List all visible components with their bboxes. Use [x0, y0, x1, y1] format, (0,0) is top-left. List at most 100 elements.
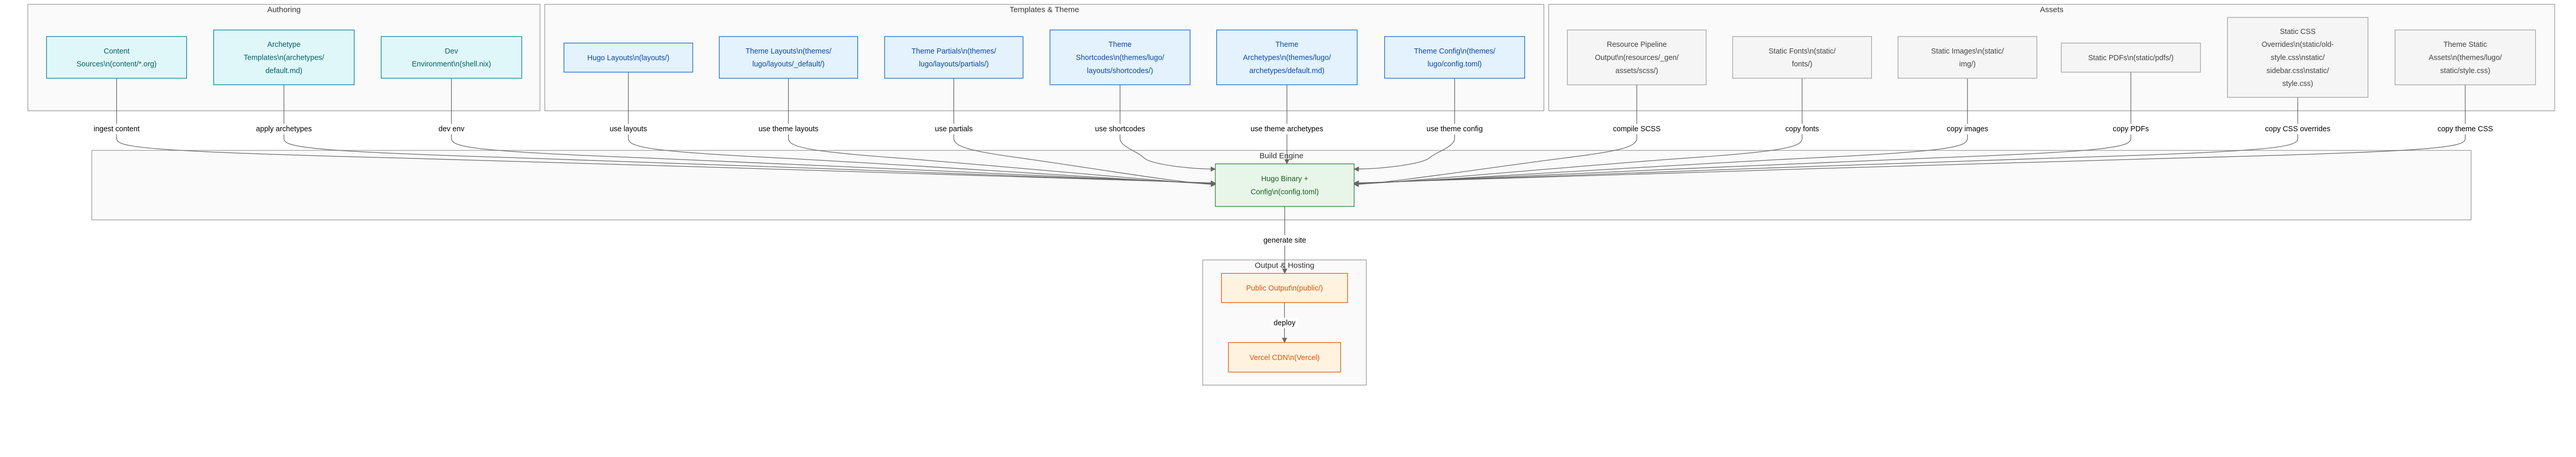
edge-label: use layouts — [606, 124, 651, 134]
node-themeconfig[interactable]: Theme Config\n(themes/lugo/config.toml) — [1384, 36, 1526, 79]
edge-label-bg — [436, 124, 467, 134]
edge-label-bg — [1612, 124, 1661, 134]
node-box — [2061, 42, 2201, 73]
node-partials[interactable]: Theme Partials\n(themes/lugo/layouts/par… — [884, 36, 1024, 79]
edges-layer — [116, 72, 2466, 343]
node-label-line: Environment\n(shell.nix) — [412, 60, 491, 68]
node-label-line: Resource Pipeline — [1607, 41, 1667, 49]
edge-label: apply archetypes — [252, 124, 316, 134]
node-themearch[interactable]: ThemeArchetypes\n(themes/lugo/archetypes… — [1216, 29, 1358, 85]
node-label-line: Hugo Binary + — [1261, 175, 1308, 183]
edge-label-bg — [1422, 124, 1486, 134]
node-label-line: Static PDFs\n(static/pdfs/) — [2088, 54, 2174, 62]
node-resources[interactable]: Resource PipelineOutput\n(resources/_gen… — [1567, 29, 1707, 85]
edge-label-bg — [1247, 124, 1326, 134]
node-label-line: Hugo Layouts\n(layouts/) — [587, 54, 669, 62]
node-hugo[interactable]: Hugo Binary +Config\n(config.toml) — [1215, 163, 1355, 207]
node-label-line: lugo/layouts/_default/) — [752, 60, 824, 68]
edge-label: deploy — [1272, 318, 1298, 328]
edge-label-bg — [2437, 124, 2494, 134]
cluster-title: Assets — [2040, 6, 2063, 14]
node-cssover[interactable]: Static CSSOverrides\n(static/old-style.c… — [2227, 17, 2368, 98]
cluster-title: Templates & Theme — [1010, 6, 1079, 14]
edge-themelayouts-to-hugo — [788, 78, 1216, 187]
edge-resources-to-hugo — [1353, 84, 1637, 187]
node-label-line: Assets\n(themes/lugo/ — [2429, 54, 2502, 62]
edge-shortcodes-to-hugo — [1120, 84, 1216, 172]
node-box — [213, 29, 355, 85]
edge-label-text: copy CSS overrides — [2265, 125, 2330, 133]
node-label-line: Shortcodes\n(themes/lugo/ — [1076, 54, 1164, 62]
node-themelayouts[interactable]: Theme Layouts\n(themes/lugo/layouts/_def… — [719, 36, 858, 79]
edge-fonts-to-hugo — [1353, 78, 1803, 187]
cluster-assets: Assets — [1548, 4, 2555, 112]
edge-layouts-to-hugo — [628, 72, 1216, 187]
node-archetypes[interactable]: ArchetypeTemplates\n(archetypes/default.… — [213, 29, 355, 85]
edge-label-bg — [606, 124, 651, 134]
node-label-line: Static CSS — [2280, 28, 2315, 36]
edge-label-bg — [1272, 318, 1298, 328]
node-shortcodes[interactable]: ThemeShortcodes\n(themes/lugo/layouts/sh… — [1049, 29, 1191, 85]
node-box — [2395, 29, 2536, 85]
edge-label: copy theme CSS — [2437, 124, 2494, 134]
node-label-line: Theme Static — [2444, 41, 2487, 49]
edge-label-bg — [1259, 235, 1311, 246]
node-fonts[interactable]: Static Fonts\n(static/fonts/) — [1732, 36, 1872, 79]
edge-label-bg — [1782, 124, 1823, 134]
edge-label-text: generate site — [1263, 236, 1306, 244]
edge-label-bg — [2112, 124, 2150, 134]
edge-label: copy PDFs — [2112, 124, 2150, 134]
node-vercel[interactable]: Vercel CDN\n(Vercel) — [1228, 342, 1341, 373]
edge-label: use theme config — [1422, 124, 1486, 134]
node-label-line: Theme Config\n(themes/ — [1414, 47, 1496, 56]
node-pdfs[interactable]: Static PDFs\n(static/pdfs/) — [2061, 42, 2201, 73]
edge-label: ingest content — [89, 124, 145, 134]
edge-label-text: use theme config — [1427, 125, 1483, 133]
node-label-line: style.css) — [2282, 80, 2313, 88]
node-label-line: Dev — [445, 47, 459, 56]
edge-label-bg — [252, 124, 316, 134]
node-box — [1215, 163, 1355, 207]
edge-content-to-hugo — [116, 78, 1216, 186]
node-layouts[interactable]: Hugo Layouts\n(layouts/) — [563, 42, 693, 73]
node-label-line: layouts/shortcodes/) — [1087, 67, 1153, 75]
node-label-line: Theme Partials\n(themes/ — [911, 47, 996, 56]
edge-label-text: use theme archetypes — [1250, 125, 1323, 133]
cluster-templates: Templates & Theme — [544, 4, 1545, 112]
cluster-box — [544, 4, 1545, 112]
edge-label-text: use theme layouts — [758, 125, 818, 133]
node-themestatic[interactable]: Theme StaticAssets\n(themes/lugo/static/… — [2395, 29, 2536, 85]
edge-label: copy CSS overrides — [2262, 124, 2333, 134]
node-box — [1384, 36, 1526, 79]
node-box — [719, 36, 858, 79]
node-label-line: assets/scss/) — [1615, 67, 1658, 75]
node-images[interactable]: Static Images\n(static/img/) — [1897, 36, 2038, 79]
node-label-line: fonts/) — [1792, 60, 1812, 68]
edge-label: use theme layouts — [755, 124, 822, 134]
edge-label-text: copy images — [1947, 125, 1989, 133]
edge-label-text: ingest content — [94, 125, 140, 133]
node-box — [1732, 36, 1872, 79]
node-public[interactable]: Public Output\n(public/) — [1221, 273, 1348, 303]
edge-label-bg — [1945, 124, 1990, 134]
node-label-line: Archetype — [267, 41, 301, 49]
edge-themeconfig-to-hugo — [1353, 78, 1455, 172]
node-box — [1897, 36, 2038, 79]
node-box — [1049, 29, 1191, 85]
edge-label-text: compile SCSS — [1613, 125, 1660, 133]
node-label-line: static/style.css) — [2440, 67, 2490, 75]
cluster-title: Authoring — [267, 6, 301, 14]
node-label-line: lugo/layouts/partials/) — [919, 60, 989, 68]
node-label-line: Archetypes\n(themes/lugo/ — [1243, 54, 1331, 62]
node-box — [1221, 273, 1348, 303]
edge-label-bg — [755, 124, 822, 134]
node-label-line: Theme — [1109, 41, 1132, 49]
edge-archetypes-to-hugo — [283, 84, 1216, 186]
node-label-line: img/) — [1959, 60, 1976, 68]
edge-label: use shortcodes — [1092, 124, 1148, 134]
cluster-box — [1548, 4, 2555, 112]
